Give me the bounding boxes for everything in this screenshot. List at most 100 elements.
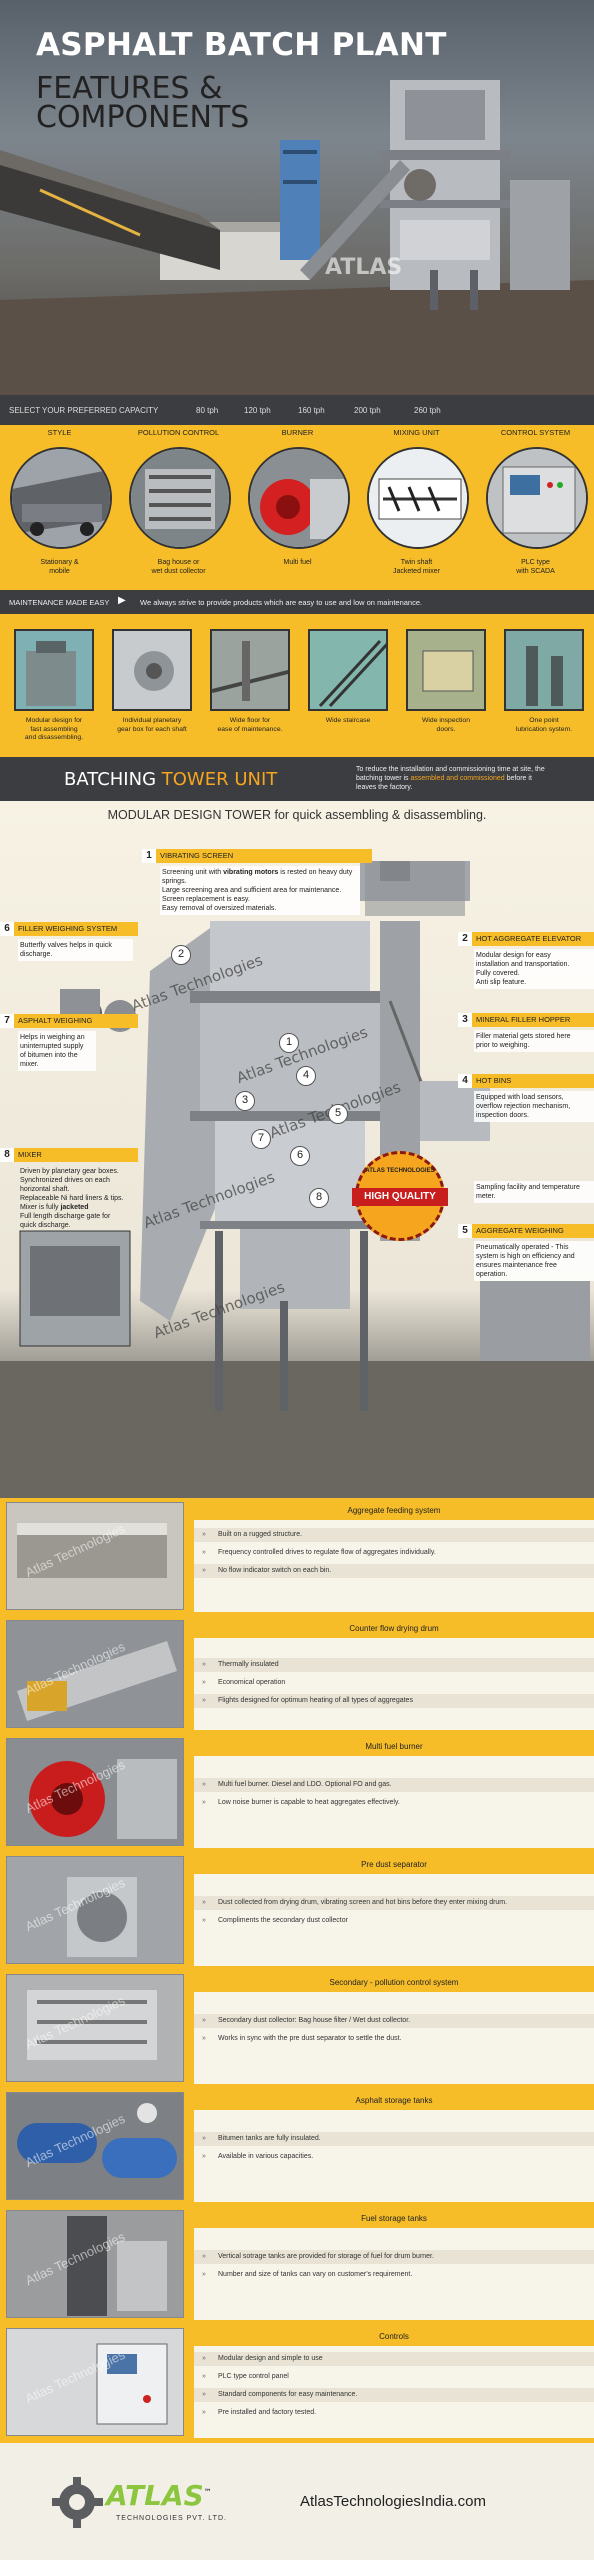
component-title: Controls — [194, 2328, 594, 2346]
component-panel: Asphalt storage tanks »Bitumen tanks are… — [194, 2092, 594, 2202]
gear-icon — [52, 2477, 103, 2528]
marker-7: 7 — [251, 1129, 271, 1149]
component-item: »Modular design and simple to use — [194, 2352, 594, 2366]
hero-subtitle-line2: COMPONENTS — [36, 100, 250, 135]
footer-logo-sub: TECHNOLOGIES PVT. LTD. — [116, 2515, 227, 2522]
badge-brand: ATLAS TECHNOLOGIES — [365, 1168, 435, 1174]
component-panel: Secondary - pollution control system »Se… — [194, 1974, 594, 2084]
component-image: Atlas Technologies — [6, 1502, 184, 1610]
component-block: Atlas Technologies Controls »Modular des… — [0, 2324, 594, 2442]
component-panel: Controls »Modular design and simple to u… — [194, 2328, 594, 2438]
capacity-label: SELECT YOUR PREFERRED CAPACITY — [9, 406, 159, 415]
marker-3: 3 — [235, 1091, 255, 1111]
tower-heading: MODULAR DESIGN TOWER for quick assemblin… — [107, 808, 487, 822]
category-title: BURNER — [281, 428, 314, 437]
maintenance-image — [504, 629, 584, 711]
component-block: Atlas Technologies Secondary - pollution… — [0, 1970, 594, 2088]
category-title: POLLUTION CONTROL — [137, 428, 220, 437]
component-image: Atlas Technologies — [6, 1620, 184, 1728]
component-title: Pre dust separator — [194, 1856, 594, 1874]
hero-title: ASPHALT BATCH PLANT — [36, 27, 447, 63]
component-item: »Thermally insulated — [194, 1658, 594, 1672]
footer-logo: ATLAS™ — [106, 2479, 212, 2512]
components-list: Atlas Technologies Aggregate feeding sys… — [0, 1498, 594, 2443]
mixer-desc: Driven by planetary gear boxes.Synchroni… — [20, 1168, 124, 1229]
maintenance-label: MAINTENANCE MADE EASY — [9, 598, 110, 607]
component-panel: Aggregate feeding system »Built on a rug… — [194, 1502, 594, 1612]
footer-website-link[interactable]: AtlasTechnologiesIndia.com — [300, 2493, 486, 2510]
component-item: »Standard components for easy maintenanc… — [194, 2388, 594, 2402]
component-item: »Vertical sotrage tanks are provided for… — [194, 2250, 594, 2264]
capacity-option-200[interactable]: 200 tph — [354, 406, 381, 415]
component-title: Aggregate feeding system — [194, 1502, 594, 1520]
maintenance-image — [112, 629, 192, 711]
tower-section: MODULAR DESIGN TOWER for quick assemblin… — [0, 801, 594, 1498]
maintenance-image — [210, 629, 290, 711]
batching-title: BATCHING TOWER UNIT — [64, 769, 278, 790]
category-title: STYLE — [47, 428, 72, 437]
component-item: »Pre installed and factory tested. — [202, 2409, 317, 2416]
component-image: Atlas Technologies — [6, 2328, 184, 2436]
component-image: Atlas Technologies — [6, 1974, 184, 2082]
badge-text: HIGH QUALITY — [352, 1188, 448, 1206]
marker-2: 2 — [171, 945, 191, 965]
component-item: »Built on a rugged structure. — [194, 1528, 594, 1542]
capacity-option-120[interactable]: 120 tph — [244, 406, 271, 415]
burner-image — [248, 447, 350, 549]
tower-illustration — [0, 861, 594, 1498]
capacity-option-80[interactable]: 80 tph — [196, 406, 219, 415]
component-item: »No flow indicator switch on each bin. — [194, 1564, 594, 1578]
hot-bins-desc: Equipped with load sensors,overflow reje… — [474, 1091, 594, 1122]
batching-tower-bar: BATCHING TOWER UNIT To reduce the instal… — [0, 757, 594, 801]
mixing-unit-image — [367, 447, 469, 549]
component-block: Atlas Technologies Pre dust separator »D… — [0, 1852, 594, 1970]
capacity-option-160[interactable]: 160 tph — [298, 406, 325, 415]
component-panel: Pre dust separator »Dust collected from … — [194, 1856, 594, 1966]
component-item: »Multi fuel burner. Diesel and LDO. Opti… — [194, 1778, 594, 1792]
maintenance-image — [308, 629, 388, 711]
component-item: »Number and size of tanks can vary on cu… — [202, 2271, 413, 2278]
batching-desc: To reduce the installation and commissio… — [356, 766, 545, 791]
category-desc: Stationary &mobile — [40, 559, 79, 575]
component-title: Multi fuel burner — [194, 1738, 594, 1756]
component-title: Fuel storage tanks — [194, 2210, 594, 2228]
component-image: Atlas Technologies — [6, 2210, 184, 2318]
plant-illustration — [0, 80, 594, 395]
component-block: Atlas Technologies Counter flow drying d… — [0, 1616, 594, 1734]
maintenance-text: We always strive to provide products whi… — [140, 598, 423, 607]
hero-watermark: ATLAS — [325, 255, 403, 280]
component-item: »Secondary dust collector: Bag house fil… — [194, 2014, 594, 2028]
quality-badge: ATLAS TECHNOLOGIES HIGH QUALITY — [352, 1151, 448, 1241]
pollution-control-image — [129, 447, 231, 549]
component-block: Atlas Technologies Multi fuel burner »Mu… — [0, 1734, 594, 1852]
marker-1: 1 — [279, 1033, 299, 1053]
marker-6: 6 — [290, 1146, 310, 1166]
component-panel: Fuel storage tanks »Vertical sotrage tan… — [194, 2210, 594, 2320]
component-title: Counter flow drying drum — [194, 1620, 594, 1638]
hero-subtitle-line1: FEATURES & — [36, 71, 223, 106]
component-item: »Low noise burner is capable to heat agg… — [202, 1799, 400, 1806]
component-image: Atlas Technologies — [6, 1856, 184, 1964]
component-item: »Flights designed for optimum heating of… — [194, 1694, 594, 1708]
category-style: STYLE Stationary &mobile — [0, 425, 119, 590]
capacity-option-260[interactable]: 260 tph — [414, 406, 441, 415]
component-item: »Works in sync with the pre dust separat… — [202, 2035, 402, 2042]
